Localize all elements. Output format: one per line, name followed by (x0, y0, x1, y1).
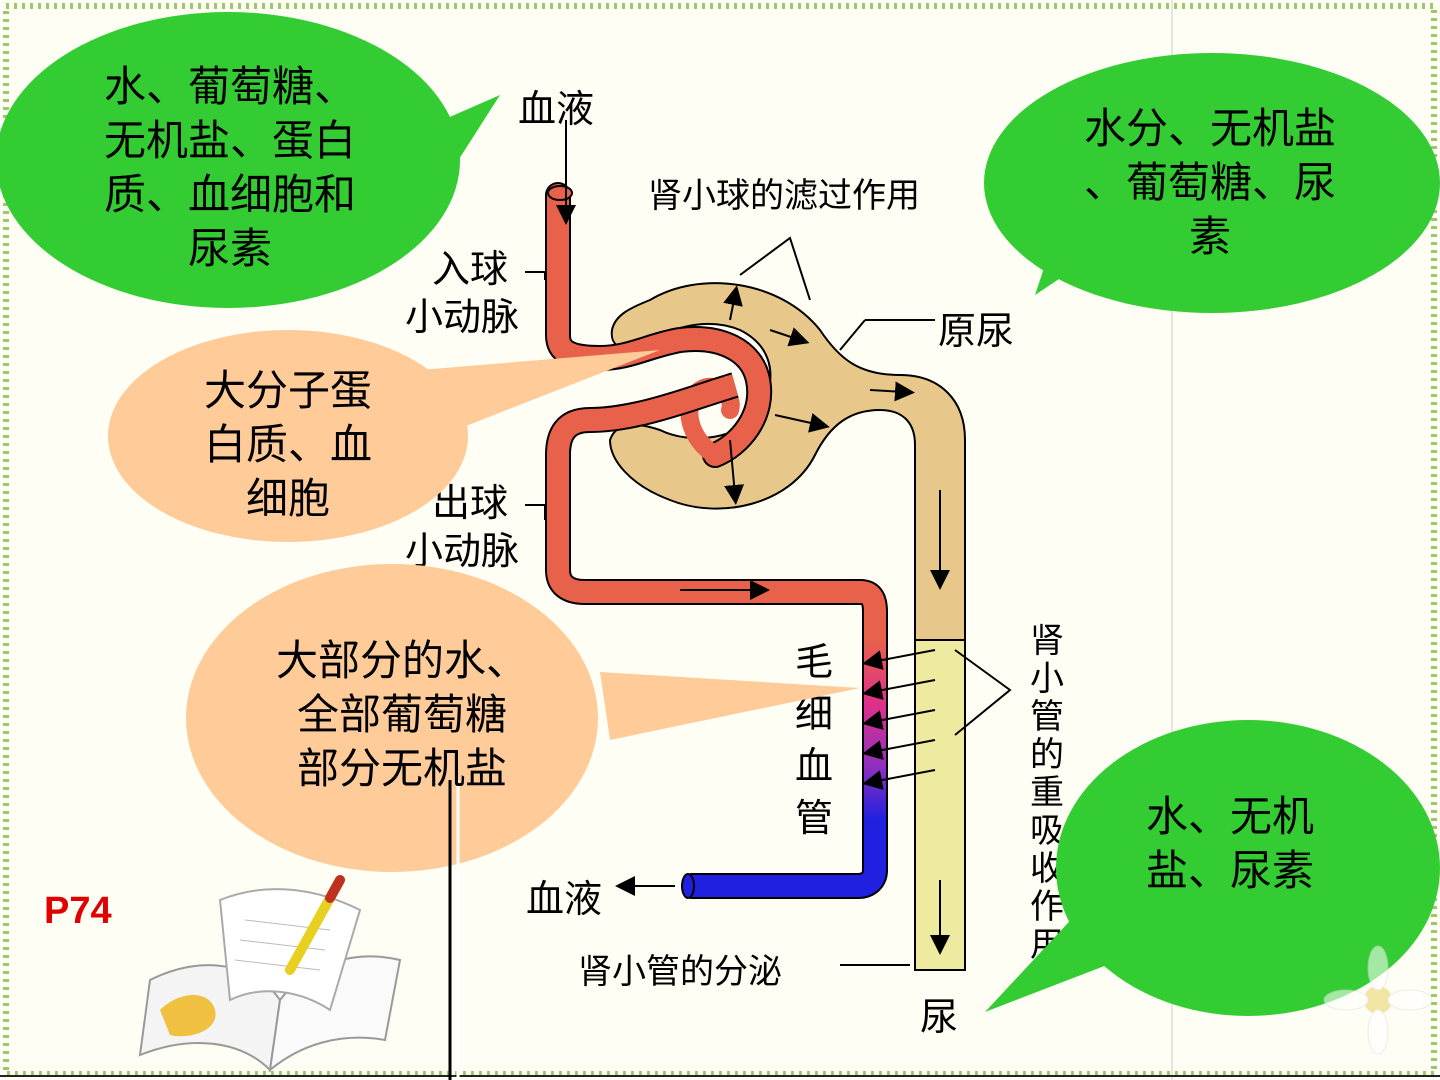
bubble-urine-contents-shape (985, 720, 1440, 1016)
label-efferent-2: 小动脉 (405, 529, 520, 573)
label-blood-in: 血液 (518, 87, 595, 131)
capillary-char: 管 (795, 796, 834, 840)
bubble-line: 白质、血 (203, 420, 372, 469)
bubble-line: 大分子蛋 (203, 366, 372, 415)
open-book-icon (138, 875, 402, 1073)
bubble-line: 大部分的水、 (275, 636, 528, 685)
bubble-line: 水、葡萄糖、 (103, 62, 356, 111)
label-primary-urine: 原尿 (938, 309, 1015, 353)
bubble-reabsorbed-shape (186, 564, 860, 1080)
reabsorption-char: 肾 (1030, 621, 1064, 661)
reabsorption-char: 吸 (1030, 811, 1064, 851)
bubble-not-filtered-shape (108, 330, 660, 542)
bubble-reabsorbed: 大部分的水、 全部葡萄糖 部分无机盐 (232, 634, 572, 796)
flow-arrows (525, 120, 1012, 966)
bubble-line: 水、无机 (1145, 792, 1314, 841)
reabsorption-char: 作 (1030, 887, 1064, 927)
bubble-line: 全部葡萄糖 (296, 690, 507, 739)
bubble-line: 素 (1188, 212, 1231, 261)
bubble-primary-urine-shape (984, 53, 1440, 313)
label-efferent-1: 出球 (432, 481, 509, 525)
bubble-line: 无机盐、蛋白 (103, 116, 356, 165)
page-reference: P74 (44, 890, 112, 932)
label-afferent-1: 入球 (432, 247, 509, 291)
label-urine: 尿 (920, 995, 959, 1039)
label-capillary: 毛 细 血 管 (795, 636, 839, 844)
bubble-line: 质、血细胞和 (103, 170, 356, 219)
bubble-urine-contents: 水、无机 盐、尿素 (1110, 790, 1350, 898)
bubble-line: 盐、尿素 (1145, 846, 1314, 895)
label-filtration: 肾小球的滤过作用 (648, 176, 920, 216)
bubble-line: 细胞 (245, 474, 330, 523)
bubble-blood-contents: 水、葡萄糖、 无机盐、蛋白 质、血细胞和 尿素 (60, 60, 400, 276)
bubble-blood-contents-shape (0, 12, 500, 308)
bubble-line: 水分、无机盐 (1083, 104, 1336, 153)
reabsorption-char: 的 (1030, 735, 1064, 775)
bubble-primary-urine: 水分、无机盐 、葡萄糖、尿 素 (1040, 102, 1380, 264)
reabsorption-char: 重 (1030, 773, 1064, 813)
capillary-char: 血 (795, 744, 834, 788)
reabsorption-char: 管 (1030, 697, 1064, 737)
bubble-line: 、葡萄糖、尿 (1083, 158, 1336, 207)
label-afferent-2: 小动脉 (405, 295, 520, 339)
reabsorption-char: 小 (1030, 659, 1064, 699)
label-secretion: 肾小管的分泌 (578, 952, 782, 992)
bubble-line: 尿素 (187, 224, 272, 273)
label-blood-out: 血液 (526, 877, 603, 921)
bubble-not-filtered: 大分子蛋 白质、血 细胞 (158, 364, 418, 526)
bubble-line: 部分无机盐 (296, 744, 507, 793)
flower-decoration (1323, 945, 1433, 1055)
capillary-char: 毛 (795, 640, 834, 684)
